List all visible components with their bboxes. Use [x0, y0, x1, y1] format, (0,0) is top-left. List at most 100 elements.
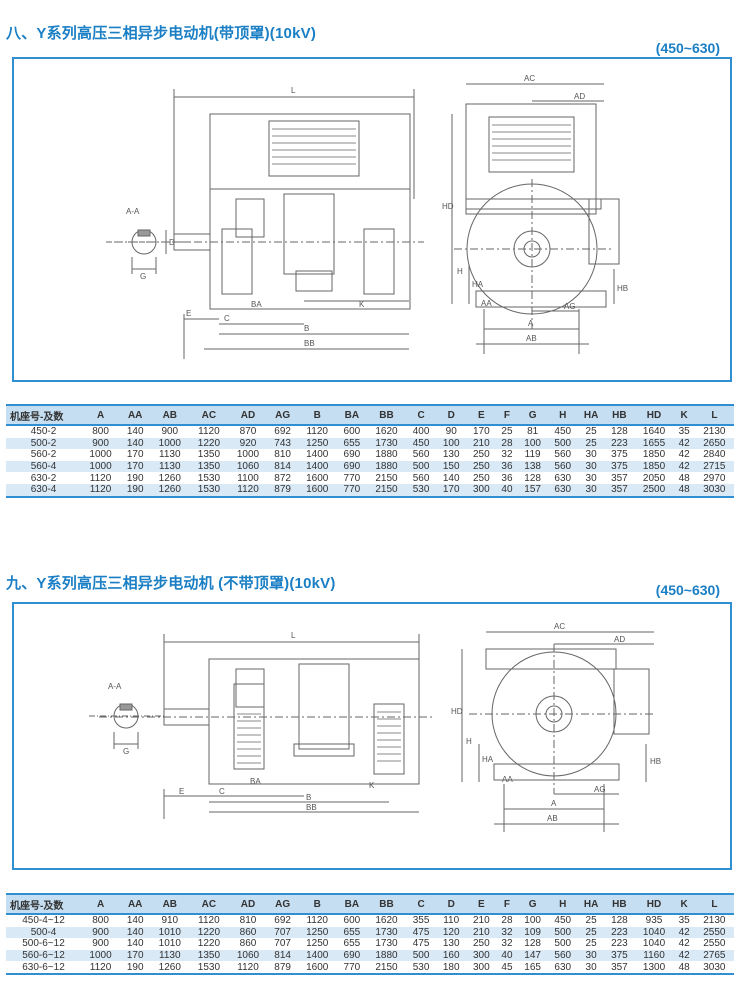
dimension-cell: 32	[501, 449, 513, 461]
dimension-cell: 1130	[159, 950, 181, 962]
dimension-cell: 900	[92, 437, 109, 449]
dimension-cell: 870	[239, 426, 257, 438]
dimension-cell: 1620	[375, 426, 398, 438]
label-ab: AB	[526, 334, 537, 343]
dimension-cell: 42	[678, 950, 690, 962]
col-header: E	[466, 893, 497, 915]
col-header: AD	[228, 893, 268, 915]
dimension-cell: 1040	[642, 938, 666, 950]
dimension-cell: 1250	[306, 437, 329, 449]
dimension-cell: 25	[585, 926, 597, 938]
label-ag: AG	[594, 785, 606, 794]
frame-size-cell: 560-6~12	[22, 950, 65, 962]
label-aa: A-A	[126, 207, 140, 216]
dimension-cell: 1850	[642, 449, 666, 461]
dimension-cell: 2970	[703, 472, 726, 484]
label-c: C	[219, 787, 225, 796]
dimension-cell: 560	[412, 449, 430, 461]
dimension-cell: 879	[267, 483, 298, 498]
dimension-cell: 1300	[634, 961, 674, 975]
dimension-cell: 2765	[703, 950, 726, 962]
label-h: H	[457, 267, 463, 276]
dimension-cell: 1000	[158, 437, 181, 449]
dimension-cell: 743	[274, 437, 291, 449]
label-a: A	[551, 799, 557, 808]
dimension-cell: 140	[442, 472, 460, 484]
label-ba: BA	[251, 300, 262, 309]
dimension-cell: 655	[343, 926, 361, 938]
dimension-cell: 160	[442, 950, 460, 962]
col-header: G	[517, 893, 548, 915]
dimension-cell: 2650	[703, 437, 726, 449]
col-header: AG	[267, 404, 298, 426]
dimension-cell: 500	[412, 950, 430, 962]
dimension-cell: 800	[92, 915, 109, 927]
col-header: HD	[634, 893, 674, 915]
dimension-cell: 48	[678, 472, 690, 484]
label-ba: BA	[250, 777, 261, 786]
dimension-cell: 110	[443, 915, 460, 927]
col-header: E	[466, 404, 497, 426]
dimension-cell: 900	[92, 938, 109, 950]
dimension-cell: 1060	[236, 461, 260, 473]
dimension-cell: 1880	[375, 950, 398, 962]
dimension-cell: 2050	[642, 472, 666, 484]
label-g: G	[140, 272, 146, 281]
dimension-cell: 3030	[694, 961, 734, 975]
dimension-cell: 25	[501, 426, 513, 438]
col-header: 机座号-及数	[6, 893, 81, 915]
col-header: G	[517, 404, 548, 426]
dimension-cell: 119	[524, 449, 541, 461]
dimension-cell: 920	[239, 437, 257, 449]
frame-size-cell: 630-2	[30, 472, 57, 484]
dimension-cell: 210	[473, 915, 490, 927]
dimension-cell: 1000	[236, 449, 260, 461]
label-c: C	[224, 314, 230, 323]
section2-spec-table: 机座号-及数 A AA AB AC AD AG B BA BB C D E F …	[6, 893, 734, 975]
col-header: C	[406, 404, 437, 426]
dimension-cell: 879	[267, 961, 298, 975]
col-header: AB	[150, 893, 190, 915]
dimension-cell: 530	[406, 961, 437, 975]
dimension-cell: 400	[412, 426, 430, 438]
col-header: 机座号-及数	[6, 404, 81, 426]
frame-size-cell: 560-2	[30, 449, 57, 461]
label-ha: HA	[472, 280, 484, 289]
dimension-cell: 140	[126, 938, 144, 950]
label-e: E	[179, 787, 184, 796]
dimension-cell: 250	[473, 449, 490, 461]
dimension-cell: 1130	[159, 461, 181, 473]
dimension-cell: 630	[547, 961, 578, 975]
dimension-cell: 138	[524, 461, 541, 473]
col-header: A	[81, 893, 121, 915]
dimension-cell: 500	[554, 938, 572, 950]
dimension-cell: 1400	[306, 950, 329, 962]
section1-title: 八、Y系列高压三相异步电动机(带顶罩)(10kV)	[6, 25, 317, 42]
dimension-cell: 475	[412, 926, 430, 938]
dimension-cell: 1220	[197, 437, 221, 449]
section2-drawing-frame: A-A G L E C BA B BB K AC AD HD H HA HB A…	[12, 602, 732, 870]
label-ac: AC	[524, 74, 535, 83]
dimension-cell: 1220	[197, 938, 221, 950]
dimension-cell: 1040	[642, 926, 666, 938]
dimension-cell: 165	[517, 961, 548, 975]
dimension-cell: 35	[678, 426, 690, 438]
dimension-cell: 30	[577, 483, 605, 498]
dimension-cell: 3030	[694, 483, 734, 498]
dimension-cell: 30	[585, 461, 597, 473]
dimension-cell: 357	[604, 961, 635, 975]
col-header: AB	[150, 404, 190, 426]
col-header: AG	[267, 893, 298, 915]
dimension-cell: 500	[554, 926, 572, 938]
motor-drawing-without-hood: A-A G L E C BA B BB K AC AD HD H HA HB A…	[89, 622, 661, 832]
dimension-cell: 2150	[366, 483, 407, 498]
dimension-cell: 357	[611, 472, 628, 484]
dimension-cell: 2500	[634, 483, 674, 498]
table-header-row: 机座号-及数 A AA AB AC AD AG B BA BB C D E F …	[6, 893, 734, 915]
